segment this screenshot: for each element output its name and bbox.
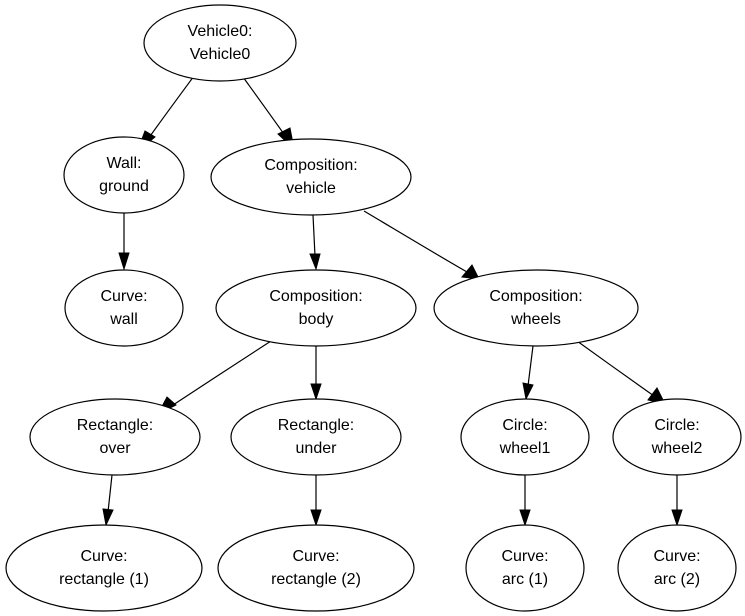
graph-node[interactable]: Curve: arc (2) xyxy=(617,524,737,612)
edge-arrowhead-icon xyxy=(519,509,531,527)
graph-edge xyxy=(519,475,531,527)
graph-node[interactable]: Composition: vehicle xyxy=(210,138,412,216)
node-ellipse[interactable] xyxy=(460,398,590,476)
graph-node[interactable]: Vehicle0: Vehicle0 xyxy=(143,4,297,82)
node-ellipse[interactable] xyxy=(433,269,639,347)
node-label-name: wheels xyxy=(510,311,561,328)
node-ellipse[interactable] xyxy=(215,269,417,347)
graph-node[interactable]: Curve: wall xyxy=(64,269,184,347)
node-ellipse[interactable] xyxy=(5,524,203,612)
edge-line xyxy=(363,210,468,273)
edge-line xyxy=(169,340,272,408)
node-ellipse[interactable] xyxy=(143,4,297,82)
node-ellipse[interactable] xyxy=(29,398,201,476)
graph-node[interactable]: Circle: wheel1 xyxy=(460,398,590,476)
graph-edge xyxy=(102,474,114,527)
graph-edge xyxy=(671,475,683,527)
node-label-name: wheel2 xyxy=(651,440,703,457)
graph-node[interactable]: Circle: wheel2 xyxy=(612,398,742,476)
node-label-name: arc (1) xyxy=(502,571,548,588)
graph-node[interactable]: Curve: rectangle (2) xyxy=(217,524,415,612)
graph-edge xyxy=(576,340,666,405)
node-ellipse[interactable] xyxy=(465,524,585,612)
node-label-name: Vehicle0 xyxy=(190,46,251,63)
graph-node[interactable]: Rectangle: under xyxy=(230,398,402,476)
node-label-name: wall xyxy=(109,311,138,328)
nodes-layer: Vehicle0:Vehicle0Wall:groundComposition:… xyxy=(5,4,742,612)
graph-edge xyxy=(118,213,130,271)
edge-line xyxy=(107,474,113,513)
edge-arrowhead-icon xyxy=(310,383,322,401)
edge-arrowhead-icon xyxy=(671,509,683,527)
edge-line xyxy=(576,340,655,397)
node-ellipse[interactable] xyxy=(217,524,415,612)
graph-node[interactable]: Composition: wheels xyxy=(433,269,639,347)
node-label-name: rectangle (1) xyxy=(59,571,149,588)
graph-edge xyxy=(363,210,480,280)
node-ellipse[interactable] xyxy=(230,398,402,476)
node-label-type: Composition: xyxy=(269,288,362,305)
edge-line xyxy=(242,76,287,138)
node-label-name: under xyxy=(296,440,338,457)
node-ellipse[interactable] xyxy=(617,524,737,612)
graph-edge xyxy=(310,346,322,401)
node-label-name: arc (2) xyxy=(654,571,700,588)
graph-node[interactable]: Rectangle: over xyxy=(29,398,201,476)
node-label-type: Rectangle: xyxy=(278,417,355,434)
node-label-type: Vehicle0: xyxy=(188,23,253,40)
node-label-type: Composition: xyxy=(264,157,357,174)
edge-arrowhead-icon xyxy=(309,253,321,271)
graph-edge xyxy=(310,475,322,527)
node-label-type: Circle: xyxy=(502,417,547,434)
graph-edge xyxy=(309,214,321,271)
node-label-name: wheel1 xyxy=(499,440,551,457)
graph-node[interactable]: Curve: rectangle (1) xyxy=(5,524,203,612)
node-label-type: Curve: xyxy=(100,288,147,305)
graph-edge xyxy=(522,345,534,401)
edge-arrowhead-icon xyxy=(118,252,130,271)
edge-line xyxy=(147,75,195,140)
edge-arrowhead-icon xyxy=(310,509,322,527)
graph-node[interactable]: Composition: body xyxy=(215,269,417,347)
node-ellipse[interactable] xyxy=(210,138,412,216)
node-ellipse[interactable] xyxy=(64,269,184,347)
edge-arrowhead-icon xyxy=(522,382,534,401)
node-label-type: Circle: xyxy=(654,417,699,434)
node-label-type: Wall: xyxy=(107,155,142,172)
graph-node[interactable]: Curve: arc (1) xyxy=(465,524,585,612)
graph-edge xyxy=(156,340,272,416)
node-label-type: Curve: xyxy=(80,548,127,565)
node-label-name: rectangle (2) xyxy=(271,571,361,588)
graph-edge xyxy=(242,76,295,151)
node-label-type: Curve: xyxy=(653,548,700,565)
graph-node[interactable]: Wall: ground xyxy=(63,136,185,214)
edge-arrowhead-icon xyxy=(102,508,114,527)
node-label-type: Rectangle: xyxy=(77,417,154,434)
node-label-name: vehicle xyxy=(286,180,336,197)
node-label-name: ground xyxy=(99,178,149,195)
edge-line xyxy=(527,345,534,387)
node-label-type: Composition: xyxy=(489,288,582,305)
node-label-name: over xyxy=(99,440,131,457)
node-label-name: body xyxy=(299,311,334,328)
node-label-type: Curve: xyxy=(292,548,339,565)
node-ellipse[interactable] xyxy=(63,136,185,214)
edge-arrowhead-icon xyxy=(461,264,480,280)
node-ellipse[interactable] xyxy=(612,398,742,476)
edge-line xyxy=(312,214,316,257)
node-label-type: Curve: xyxy=(501,548,548,565)
